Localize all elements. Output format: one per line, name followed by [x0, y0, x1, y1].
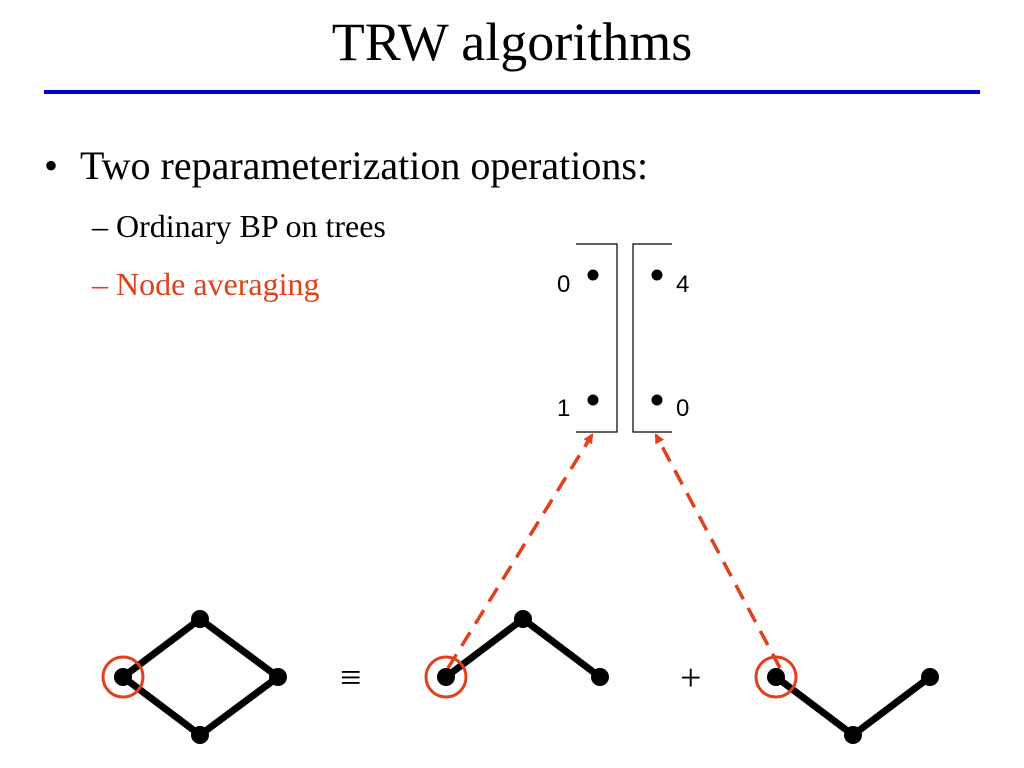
tree-1-node-right — [591, 668, 609, 686]
title-underline — [44, 90, 980, 94]
tree-1-highlight-ring — [424, 655, 468, 699]
main-bullet-text: Two reparameterization operations: — [80, 143, 649, 188]
left-box-bottom-node — [587, 394, 599, 406]
sub-bullet-node-averaging: – Node averaging — [92, 266, 320, 302]
tree-1 — [424, 610, 609, 699]
full-graph-node-right — [269, 668, 287, 686]
left-dashed-arrow — [446, 433, 594, 669]
right-box-top-value: 4 — [676, 271, 689, 298]
plus-symbol: + — [680, 657, 701, 699]
tree-1-node-left — [437, 668, 455, 686]
left-box-top-node — [587, 269, 599, 281]
full-graph-highlight-ring — [101, 655, 145, 699]
tree-2-node-bottom — [844, 726, 862, 744]
tree-1-node-top — [514, 610, 532, 628]
left-box-top-value: 0 — [557, 271, 570, 298]
right-box-bottom-node — [651, 394, 663, 406]
full-graph — [101, 610, 287, 744]
right-dashed-arrow — [654, 433, 782, 669]
full-graph-node-bottom — [191, 726, 209, 744]
full-graph-node-left — [114, 668, 132, 686]
right-box-bracket — [632, 243, 672, 433]
equivalence-symbol: ≡ — [340, 657, 361, 699]
right-box-bottom-value: 0 — [676, 395, 689, 422]
main-bullet: • Two reparameterization operations: — [44, 140, 648, 192]
left-box-bracket — [576, 243, 618, 433]
full-graph-node-top — [191, 610, 209, 628]
right-unary-box: 4 0 — [632, 243, 689, 433]
tree-2-node-left — [767, 668, 785, 686]
right-box-top-node — [651, 269, 663, 281]
full-graph-edges — [120, 615, 282, 739]
tree-2-highlight-ring — [754, 655, 798, 699]
sub-bullet-bp: – Ordinary BP on trees — [92, 208, 386, 244]
page-title: TRW algorithms — [331, 12, 693, 72]
left-unary-box: 0 1 — [557, 243, 618, 433]
tree-2-node-right — [921, 668, 939, 686]
tree-2 — [754, 655, 939, 744]
left-box-bottom-value: 1 — [557, 395, 570, 422]
bullet-dot: • — [44, 143, 59, 188]
